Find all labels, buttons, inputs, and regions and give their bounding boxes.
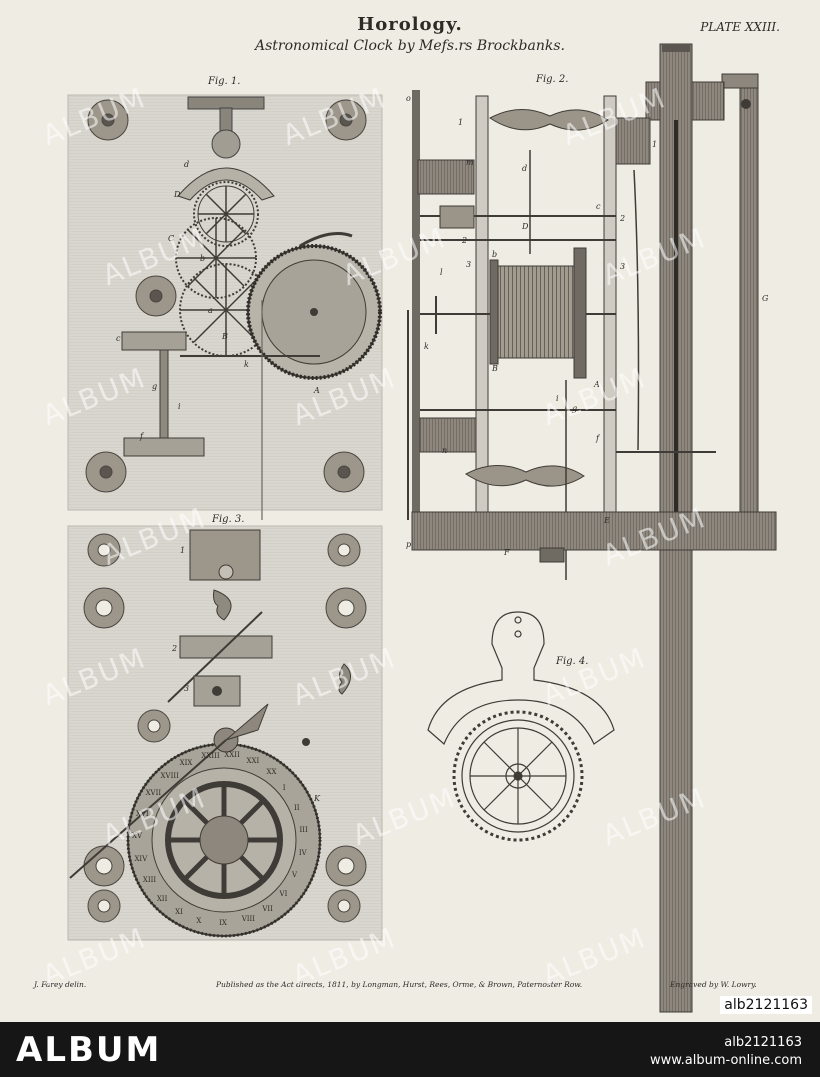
fig1-letter: f <box>140 432 143 441</box>
dial-numeral: IX <box>219 918 227 927</box>
dial-numeral: XX <box>266 767 277 776</box>
dial-numeral: XXII <box>224 751 240 760</box>
fig1-drawing <box>67 94 383 520</box>
fig1-letter: b <box>200 254 206 263</box>
dial-numeral: XVIII <box>160 771 179 780</box>
fig2-letter: 3 <box>466 260 472 269</box>
fig2-letter: p <box>406 540 412 549</box>
dial-numeral: IV <box>298 848 307 857</box>
dial-numeral: VI <box>279 889 288 898</box>
fig2-letter: c <box>596 202 601 211</box>
fig2-letter: 2 <box>620 214 626 223</box>
plate-title: Horology. <box>357 14 463 35</box>
fig2-letter: d <box>522 164 528 173</box>
fig2-letter: F <box>504 548 510 557</box>
fig2-letter: o <box>406 94 411 103</box>
dial-numeral: I <box>282 783 286 792</box>
photo-id-tag: alb2121163 <box>720 996 812 1014</box>
fig1-letter: A <box>314 386 320 395</box>
dial-numeral: XIII <box>142 876 157 885</box>
dial-numeral: VIII <box>241 914 256 923</box>
fig1-letter: g <box>152 382 158 391</box>
fig2-letter: l <box>440 268 443 277</box>
fig2-letter: B <box>492 364 498 373</box>
dial-numeral: VII <box>262 905 273 914</box>
fig4-drawing <box>427 611 615 842</box>
plate-subtitle: Astronomical Clock by Mefs.rs Brockbanks… <box>254 38 565 54</box>
footer-draughtsman: J. Farey delin. <box>34 980 87 989</box>
footer-publisher: Published as the Act directs, 1811, by L… <box>216 980 583 989</box>
dial-numeral: XXIII <box>201 752 220 761</box>
dial-numeral: XIX <box>179 759 193 768</box>
fig2-drawing <box>407 43 777 1013</box>
dial-numeral: III <box>299 826 308 835</box>
banner-image-id: alb2121163 <box>724 1035 802 1050</box>
fig2-letter: f <box>596 434 599 443</box>
fig1-letter: d <box>184 160 190 169</box>
album-logo[interactable]: ALBUM <box>16 1030 162 1070</box>
fig3-number: 3 <box>184 684 190 693</box>
fig2-letter: i <box>556 394 559 403</box>
fig2-letter: 1 <box>652 140 658 149</box>
fig2-letter: g <box>572 404 578 413</box>
plate-number: PLATE XXIII. <box>700 20 780 34</box>
fig1-label: Fig. 1. <box>208 76 241 87</box>
dial-numeral: XIV <box>134 855 148 864</box>
fig2-letter: E <box>604 516 610 525</box>
dial-numeral: XII <box>156 894 168 903</box>
fig1-letter: B <box>222 332 228 341</box>
dial-numeral: X <box>196 916 202 925</box>
fig1-letter: k <box>244 360 249 369</box>
banner-info: alb2121163 www.album-online.com <box>650 1034 802 1070</box>
fig3-number: 2 <box>172 644 178 653</box>
footer-engraver: Engraved by W. Lowry. <box>670 980 757 989</box>
fig2-letter: 1 <box>458 118 464 127</box>
fig2-letter: 3 <box>620 262 626 271</box>
fig1-letter: D <box>174 190 181 199</box>
album-banner: ALBUM alb2121163 www.album-online.com <box>0 1022 820 1077</box>
banner-url-link[interactable]: www.album-online.com <box>649 1053 802 1068</box>
fig3-number: K <box>314 794 320 803</box>
fig3-label: Fig. 3. <box>212 514 245 525</box>
fig2-letter: n <box>442 446 448 455</box>
fig2-letter: 2 <box>462 236 468 245</box>
fig1-letter: c <box>116 334 121 343</box>
engraving-artwork <box>67 43 777 1013</box>
dial-numeral: XVII <box>145 789 162 798</box>
dial-numeral: XXI <box>246 756 260 765</box>
fig2-label: Fig. 2. <box>536 74 569 85</box>
engraving-plate: Horology. Astronomical Clock by Mefs.rs … <box>0 0 820 1022</box>
dial-numeral: II <box>294 803 300 812</box>
dial-numeral: XVI <box>135 809 149 818</box>
dial-numeral: XI <box>175 908 183 917</box>
fig1-letter: C <box>168 234 175 243</box>
fig2-letter: G <box>762 294 769 303</box>
fig1-letter: i <box>178 402 181 411</box>
fig2-letter: k <box>424 342 429 351</box>
fig2-letter: m <box>466 158 474 167</box>
fig2-letter: D <box>522 222 529 231</box>
fig1-letter: a <box>208 306 213 315</box>
fig3-drawing <box>67 525 383 941</box>
fig2-letter: b <box>492 250 498 259</box>
dial-numeral: XV <box>132 832 143 841</box>
fig3-number: 1 <box>180 546 186 555</box>
dial-numeral: V <box>291 870 298 879</box>
fig4-label: Fig. 4. <box>556 656 589 667</box>
fig2-letter: A <box>594 380 600 389</box>
